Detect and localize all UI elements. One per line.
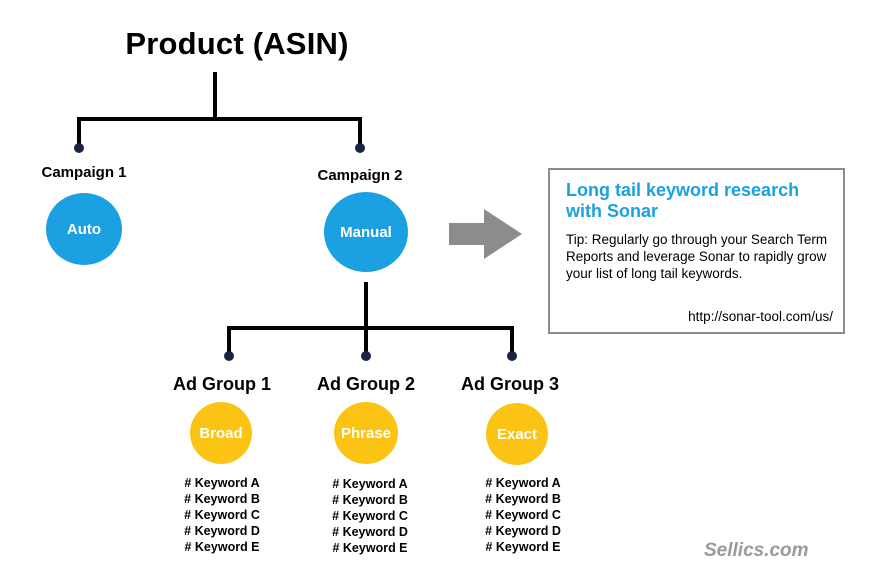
keyword-item: # Keyword D bbox=[332, 525, 408, 539]
keyword-item: # Keyword B bbox=[184, 492, 260, 506]
ad-group-2-match: Phrase bbox=[340, 424, 392, 442]
keyword-item: # Keyword D bbox=[184, 524, 260, 538]
brand-watermark: Sellics.com bbox=[704, 540, 809, 561]
keyword-item: # Keyword E bbox=[184, 540, 260, 554]
connector-dot bbox=[507, 351, 517, 361]
keyword-item: # Keyword C bbox=[485, 508, 561, 522]
campaign-2-node: Manual bbox=[324, 192, 408, 272]
connector-dot bbox=[361, 351, 371, 361]
campaign-2-label: Campaign 2 bbox=[317, 167, 403, 184]
keyword-item: # Keyword E bbox=[485, 540, 561, 554]
ad-group-2-node: Phrase bbox=[334, 402, 398, 464]
ad-group-3-label: Ad Group 3 bbox=[461, 374, 559, 394]
ad-group-3-node: Exact bbox=[486, 403, 548, 465]
keyword-item: # Keyword B bbox=[485, 492, 561, 506]
keyword-item: # Keyword B bbox=[332, 493, 408, 507]
tip-url: http://sonar-tool.com/us/ bbox=[688, 309, 833, 324]
campaign-2-node-label: Manual bbox=[340, 223, 392, 241]
ad-group-3-keywords: # Keyword A # Keyword B # Keyword C # Ke… bbox=[463, 475, 583, 555]
tip-heading: Long tail keyword research with Sonar bbox=[566, 180, 800, 221]
keyword-item: # Keyword A bbox=[184, 476, 260, 490]
connector-dot bbox=[355, 143, 365, 153]
campaign-1-node: Auto bbox=[46, 193, 122, 265]
tip-text: Tip: Regularly go through your Search Te… bbox=[566, 232, 828, 281]
connector-dot bbox=[224, 351, 234, 361]
keyword-item: # Keyword E bbox=[332, 541, 408, 555]
ad-group-1-match: Broad bbox=[199, 424, 243, 442]
campaign-1-node-label: Auto bbox=[66, 220, 102, 238]
keyword-item: # Keyword D bbox=[485, 524, 561, 538]
campaign-1-label: Campaign 1 bbox=[41, 164, 127, 181]
ad-group-3-match: Exact bbox=[496, 425, 538, 443]
ad-group-1-node: Broad bbox=[190, 402, 252, 464]
product-title: Product (ASIN) bbox=[125, 26, 349, 61]
ad-group-1-label: Ad Group 1 bbox=[173, 374, 271, 394]
tip-box: Long tail keyword research with Sonar Ti… bbox=[548, 168, 845, 334]
keyword-item: # Keyword C bbox=[332, 509, 408, 523]
keyword-item: # Keyword A bbox=[332, 477, 408, 491]
ad-group-2-keywords: # Keyword A # Keyword B # Keyword C # Ke… bbox=[310, 476, 430, 556]
connector-dot bbox=[74, 143, 84, 153]
right-arrow-icon bbox=[449, 209, 522, 259]
ad-group-2-label: Ad Group 2 bbox=[317, 374, 415, 394]
keyword-item: # Keyword C bbox=[184, 508, 260, 522]
keyword-item: # Keyword A bbox=[485, 476, 561, 490]
ad-group-1-keywords: # Keyword A # Keyword B # Keyword C # Ke… bbox=[162, 475, 282, 555]
